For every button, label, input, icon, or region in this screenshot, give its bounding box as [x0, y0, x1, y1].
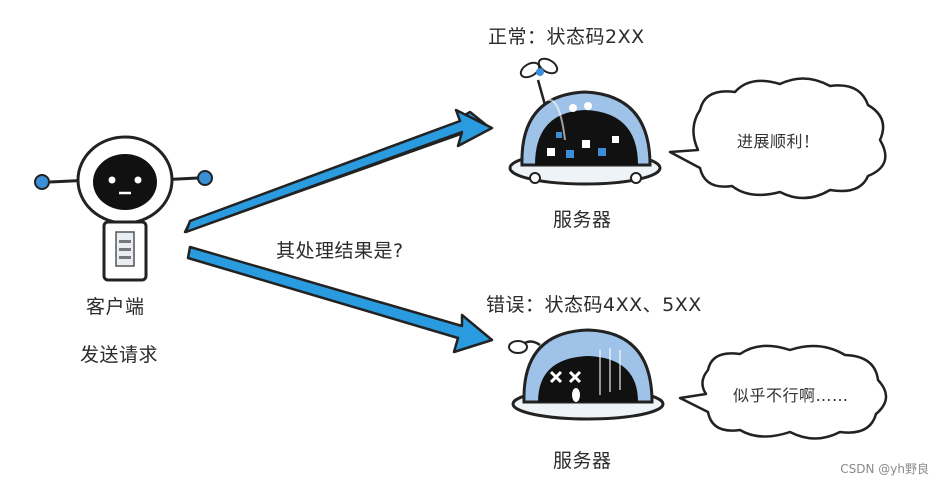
client-label: 客户端	[86, 296, 145, 318]
success-server-label: 服务器	[553, 209, 612, 231]
success-bubble-text: 进展顺利！	[737, 132, 820, 151]
error-speech-bubble	[678, 344, 888, 440]
client-robot-icon	[34, 135, 213, 282]
success-speech-bubble	[668, 77, 887, 200]
request-arrow-icon	[183, 108, 494, 234]
error-bubble-text: 似乎不行啊……	[733, 386, 849, 405]
question-label: 其处理结果是?	[276, 240, 404, 262]
success-status-label: 正常：状态码2XX	[488, 26, 645, 48]
watermark: CSDN @yh野良	[840, 462, 929, 476]
error-server-label: 服务器	[553, 450, 612, 472]
error-server-icon	[508, 328, 665, 421]
error-status-label: 错误：状态码4XX、5XX	[486, 294, 702, 316]
success-server-icon	[508, 57, 662, 186]
client-action-label: 发送请求	[80, 344, 159, 366]
error-arrow-icon	[186, 245, 494, 354]
